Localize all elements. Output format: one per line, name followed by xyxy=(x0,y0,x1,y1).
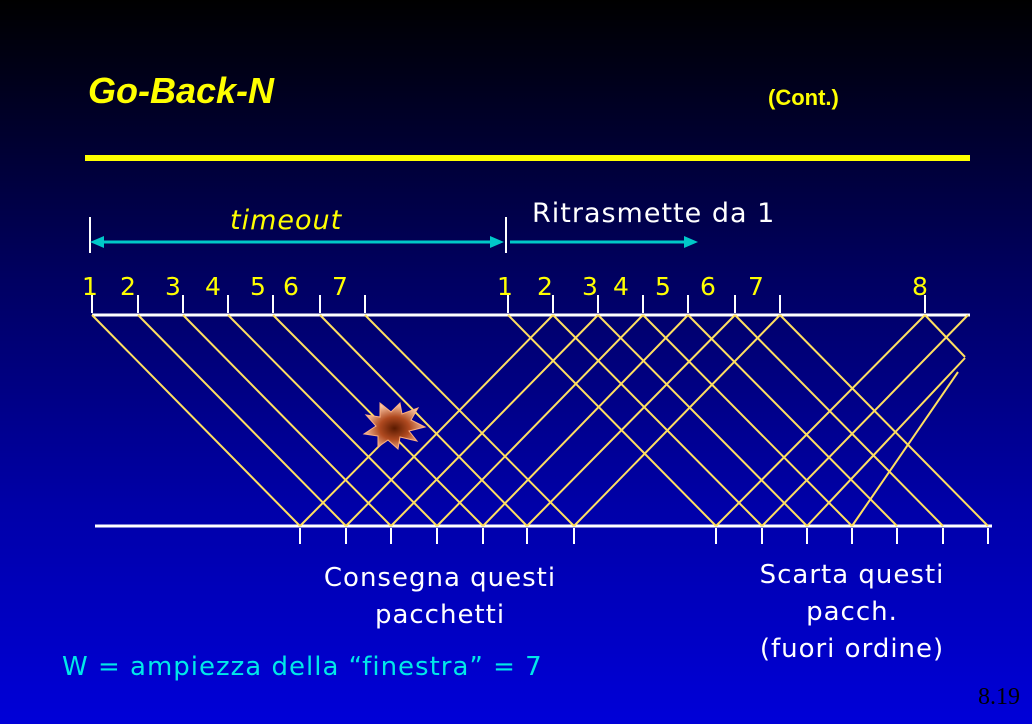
discard-label-line: (fuori ordine) xyxy=(759,634,945,664)
retransmit-label: Ritrasmette da 1 xyxy=(532,198,776,229)
sender-packet-label: 1 xyxy=(497,272,513,301)
sender-ticks xyxy=(91,295,926,313)
timeout-arrow xyxy=(90,236,504,248)
sender-packet-labels: 1 2 3 4 5 6 7 1 2 3 4 5 6 7 8 xyxy=(82,272,928,301)
discard-label-line: pacch. xyxy=(806,597,898,627)
deliver-label-line: pacchetti xyxy=(374,600,506,630)
retransmit-arrow xyxy=(510,236,698,248)
receiver-ticks xyxy=(299,528,989,544)
sender-packet-label: 2 xyxy=(537,272,553,301)
discard-label-line: Scarta questi xyxy=(759,560,945,590)
slide-title: Go-Back-N xyxy=(88,70,275,111)
title-underline xyxy=(85,155,970,161)
sender-packet-label: 1 xyxy=(82,272,98,301)
sender-packet-label: 5 xyxy=(250,272,266,301)
slide-subtitle: (Cont.) xyxy=(768,85,839,110)
sender-packet-label: 2 xyxy=(120,272,136,301)
sender-packet-label: 7 xyxy=(332,272,348,301)
sender-packet-label: 4 xyxy=(205,272,221,301)
ack-lines xyxy=(299,314,969,527)
sender-packet-label: 6 xyxy=(700,272,716,301)
retransmit-data-lines xyxy=(507,314,989,527)
sender-packet-label: 3 xyxy=(165,272,181,301)
page-number: 8.19 xyxy=(978,684,1020,710)
sender-packet-label: 4 xyxy=(613,272,629,301)
sender-packet-label: 5 xyxy=(655,272,671,301)
deliver-label-line: Consegna questi xyxy=(323,563,557,593)
discard-label: Scarta questi pacch. (fuori ordine) xyxy=(712,557,992,668)
sender-packet-label: 3 xyxy=(582,272,598,301)
sender-packet-label: 8 xyxy=(912,272,928,301)
timeout-label: timeout xyxy=(230,205,343,236)
first-batch-data-lines xyxy=(91,314,575,527)
window-size-label: W = ampiezza della “finestra” = 7 xyxy=(62,652,543,682)
explosion-burst-icon xyxy=(362,401,427,450)
sender-packet-label: 6 xyxy=(283,272,299,301)
sender-packet-label: 7 xyxy=(748,272,764,301)
deliver-label: Consegna questi pacchetti xyxy=(300,560,580,634)
